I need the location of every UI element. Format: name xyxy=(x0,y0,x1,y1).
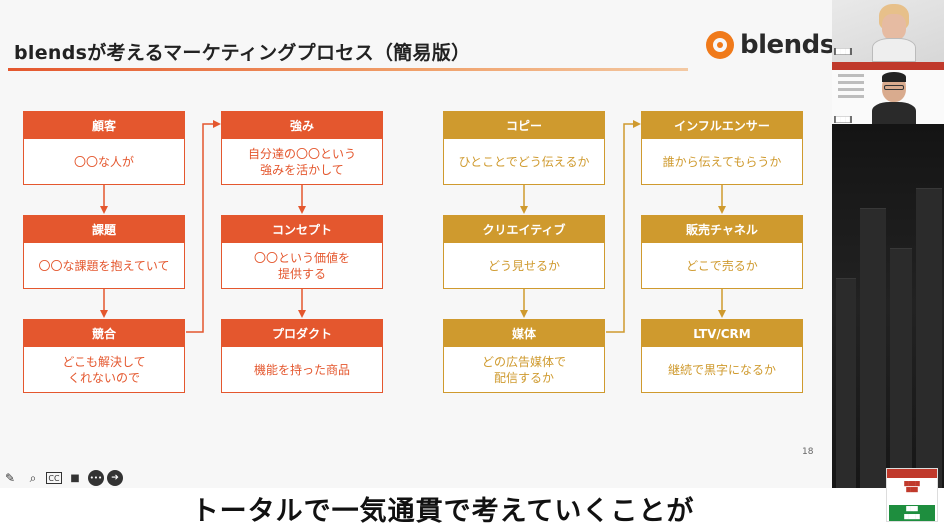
box-head: インフルエンサー xyxy=(642,112,802,139)
promo-banner[interactable]: ▇▇▇▇▇▇▇ ▇▇▇▇▇▇▇ xyxy=(886,468,938,522)
camera-icon[interactable]: ■ xyxy=(70,472,80,484)
flow-box-strength: 強み 自分達の〇〇という強みを活かして xyxy=(221,111,383,185)
box-body: 継続で黒字になるか xyxy=(667,362,776,377)
participant-video-2[interactable]: ▇▇▇ xyxy=(832,62,944,124)
slide-title: blendsが考えるマーケティングプロセス（簡易版） xyxy=(14,42,471,64)
box-head: プロダクト xyxy=(222,320,382,347)
participant-banner xyxy=(832,62,944,70)
flow-connectors xyxy=(100,120,726,333)
flow-box-media: 媒体 どの広告媒体で配信するか xyxy=(443,319,605,393)
flow-box-creative: クリエイティブ どう見せるか xyxy=(443,215,605,289)
box-body: どの広告媒体で配信するか xyxy=(481,354,566,385)
logo-text: blends xyxy=(740,30,835,60)
flow-box-sales-channel: 販売チャネル どこで売るか xyxy=(641,215,803,289)
blends-logo: blends xyxy=(706,30,835,60)
flow-box-copy: コピー ひとことでどう伝えるか xyxy=(443,111,605,185)
box-head: LTV/CRM xyxy=(642,320,802,347)
background-text xyxy=(838,74,864,104)
slide-page-number: 18 xyxy=(802,447,814,457)
box-head: クリエイティブ xyxy=(444,216,604,243)
more-icon[interactable]: ••• xyxy=(88,470,104,486)
box-head: 課題 xyxy=(24,216,184,243)
box-body: 自分達の〇〇という強みを活かして xyxy=(247,146,356,177)
zoom-icon[interactable]: ⌕ xyxy=(29,470,37,485)
participant-name-tag: ▇▇▇ xyxy=(834,116,852,123)
flow-box-customer: 顧客 〇〇な人が xyxy=(23,111,185,185)
blends-logo-icon xyxy=(706,31,734,59)
box-body: ひとことでどう伝えるか xyxy=(458,154,590,169)
box-head: 競合 xyxy=(24,320,184,347)
participant-panel: ▇▇▇ ▇▇▇ xyxy=(832,0,944,488)
promo-header xyxy=(887,469,937,478)
arrow-gold-3 xyxy=(606,120,641,333)
cc-icon[interactable]: CC xyxy=(46,472,62,484)
box-body: どこで売るか xyxy=(686,258,758,273)
box-body: 〇〇な課題を抱えていて xyxy=(38,258,170,273)
box-head: コンセプト xyxy=(222,216,382,243)
participant-name-tag: ▇▇▇ xyxy=(834,48,852,55)
box-body: 〇〇な人が xyxy=(73,154,134,169)
box-head: 強み xyxy=(222,112,382,139)
title-underline xyxy=(8,68,688,71)
participant-video-1[interactable]: ▇▇▇ xyxy=(832,0,944,62)
box-body: どこも解決してくれないので xyxy=(62,354,146,385)
presentation-slide: blendsが考えるマーケティングプロセス（簡易版） blends xyxy=(0,30,836,488)
box-head: コピー xyxy=(444,112,604,139)
box-body: 機能を持った商品 xyxy=(253,362,350,377)
box-head: 販売チャネル xyxy=(642,216,802,243)
subtitle-caption: トータルで一気通貫で考えていくことが xyxy=(0,488,886,528)
next-icon[interactable]: ➔ xyxy=(107,470,123,486)
background-image xyxy=(832,124,944,488)
promo-button[interactable]: ▇▇▇▇▇▇▇ xyxy=(889,505,935,521)
presentation-toolbar: ✎ ⌕ CC ■ ••• ➔ xyxy=(0,468,123,488)
box-head: 媒体 xyxy=(444,320,604,347)
flow-box-product: プロダクト 機能を持った商品 xyxy=(221,319,383,393)
flow-box-concept: コンセプト 〇〇という価値を提供する xyxy=(221,215,383,289)
flow-box-ltv-crm: LTV/CRM 継続で黒字になるか xyxy=(641,319,803,393)
participant-avatar xyxy=(872,4,916,62)
caption-text: トータルで一気通貫で考えていくことが xyxy=(191,495,695,527)
flow-box-competitor: 競合 どこも解決してくれないので xyxy=(23,319,185,393)
box-body: 誰から伝えてもらうか xyxy=(662,154,782,169)
arrow-red-3 xyxy=(186,120,221,333)
promo-content: ▇▇▇▇▇▇▇ xyxy=(904,481,920,493)
pen-icon[interactable]: ✎ xyxy=(4,471,16,485)
flow-box-influencer: インフルエンサー 誰から伝えてもらうか xyxy=(641,111,803,185)
participant-avatar xyxy=(872,72,916,124)
flow-box-issue: 課題 〇〇な課題を抱えていて xyxy=(23,215,185,289)
box-body: どう見せるか xyxy=(487,258,560,273)
box-head: 顧客 xyxy=(24,112,184,139)
box-body: 〇〇という価値を提供する xyxy=(253,250,350,281)
